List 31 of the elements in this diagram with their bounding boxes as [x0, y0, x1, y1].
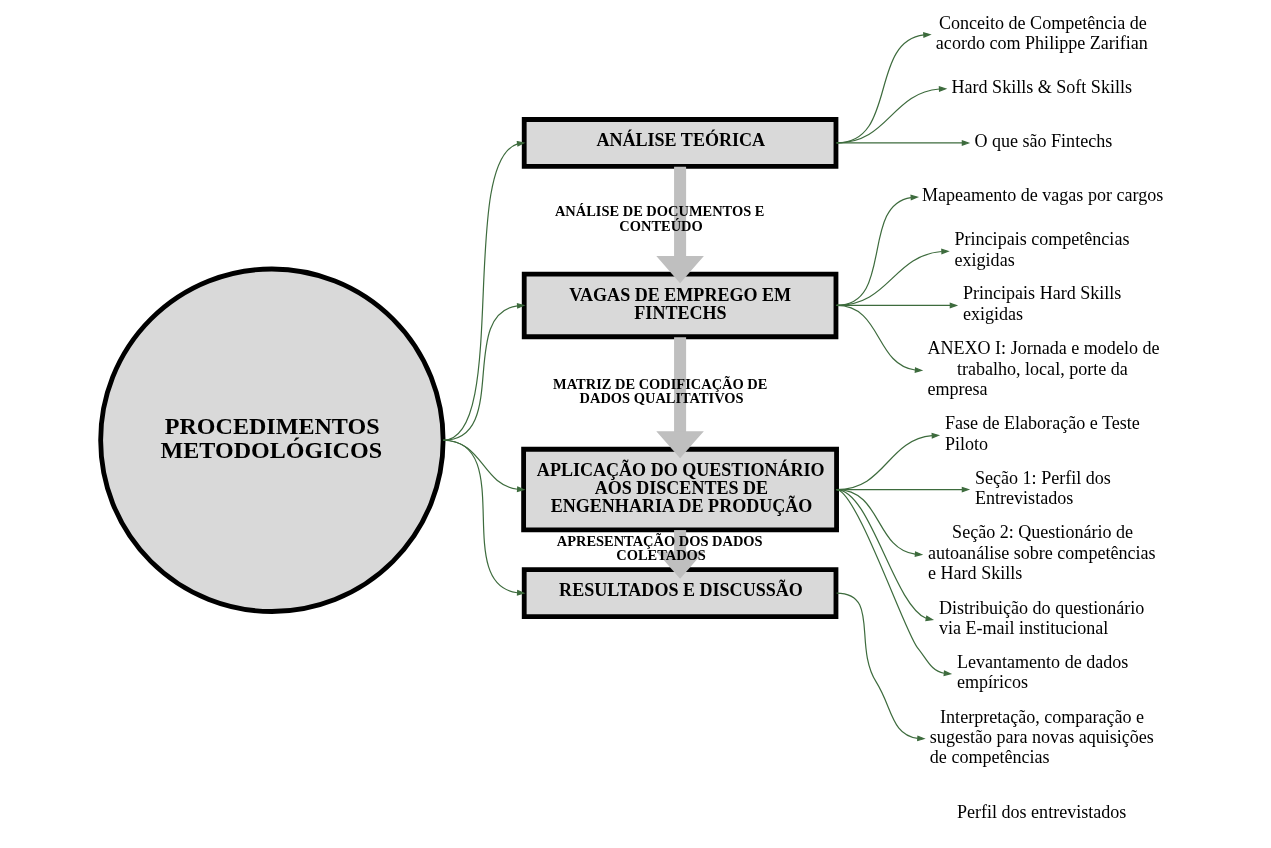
arrow	[655, 530, 704, 579]
edge-label: MATRIZ DE CODIFICAÇÃO DE DADOS QUALITATIVOS	[552, 375, 767, 407]
arrow	[655, 337, 704, 459]
node-text: Principais competências exigidas	[954, 229, 1129, 270]
arrow	[835, 304, 923, 373]
arrow	[441, 439, 525, 596]
node-text: Mapeamento de vagas por cargos	[921, 185, 1163, 206]
arrow	[655, 166, 704, 284]
node-text: Levantamento de dados empíricos	[956, 651, 1128, 693]
arrow	[835, 592, 926, 742]
node-text: Fase de Elaboração e Teste Piloto	[944, 413, 1140, 454]
node-text: Seção 1: Perfil dos Entrevistados	[974, 467, 1111, 509]
edge-label: APRESENTAÇÃO DOS DADOS COLETADOS	[556, 532, 763, 564]
node-box: RESULTADOS E DISCUSSÃO	[521, 567, 838, 619]
edge-label: ANÁLISE DE DOCUMENTOS E CONTEÚDO	[554, 203, 764, 234]
node-circle: PROCEDIMENTOS METODOLÓGICOS	[97, 266, 446, 614]
node-box: VAGAS DE EMPREGO EM FINTECHS	[521, 271, 838, 340]
label: Perfil dos entrevistados	[956, 801, 1126, 822]
node-text: Principais Hard Skills exigidas	[962, 283, 1121, 324]
node-text: Hard Skills & Soft Skills	[951, 76, 1132, 97]
arrow	[835, 489, 952, 677]
node-box: ANÁLISE TEÓRICA	[521, 117, 838, 169]
node-text: Seção 2: Questionário de autoanálise sobre competências e Hard Skills	[927, 522, 1156, 584]
node-text: Interpretação, comparação e sugestão para novas aquisições de competências	[929, 706, 1154, 768]
node-box: APLICAÇÃO DO QUESTIONÁRIO AOS DISCENTES DE ENGENHARIA DE PRODUÇÃO	[520, 446, 839, 533]
node-text: Conceito de Competência de acordo com Philippe Zarifian	[935, 12, 1148, 54]
node-text: Distribuição do questionário via E-mail institucional	[938, 597, 1144, 639]
arrow	[835, 140, 970, 146]
node-text: O que são Fintechs	[973, 131, 1112, 152]
arrow	[441, 140, 525, 441]
node-text: ANEXO I: Jornada e modelo de trabalho, local, porte da empresa	[926, 338, 1159, 400]
